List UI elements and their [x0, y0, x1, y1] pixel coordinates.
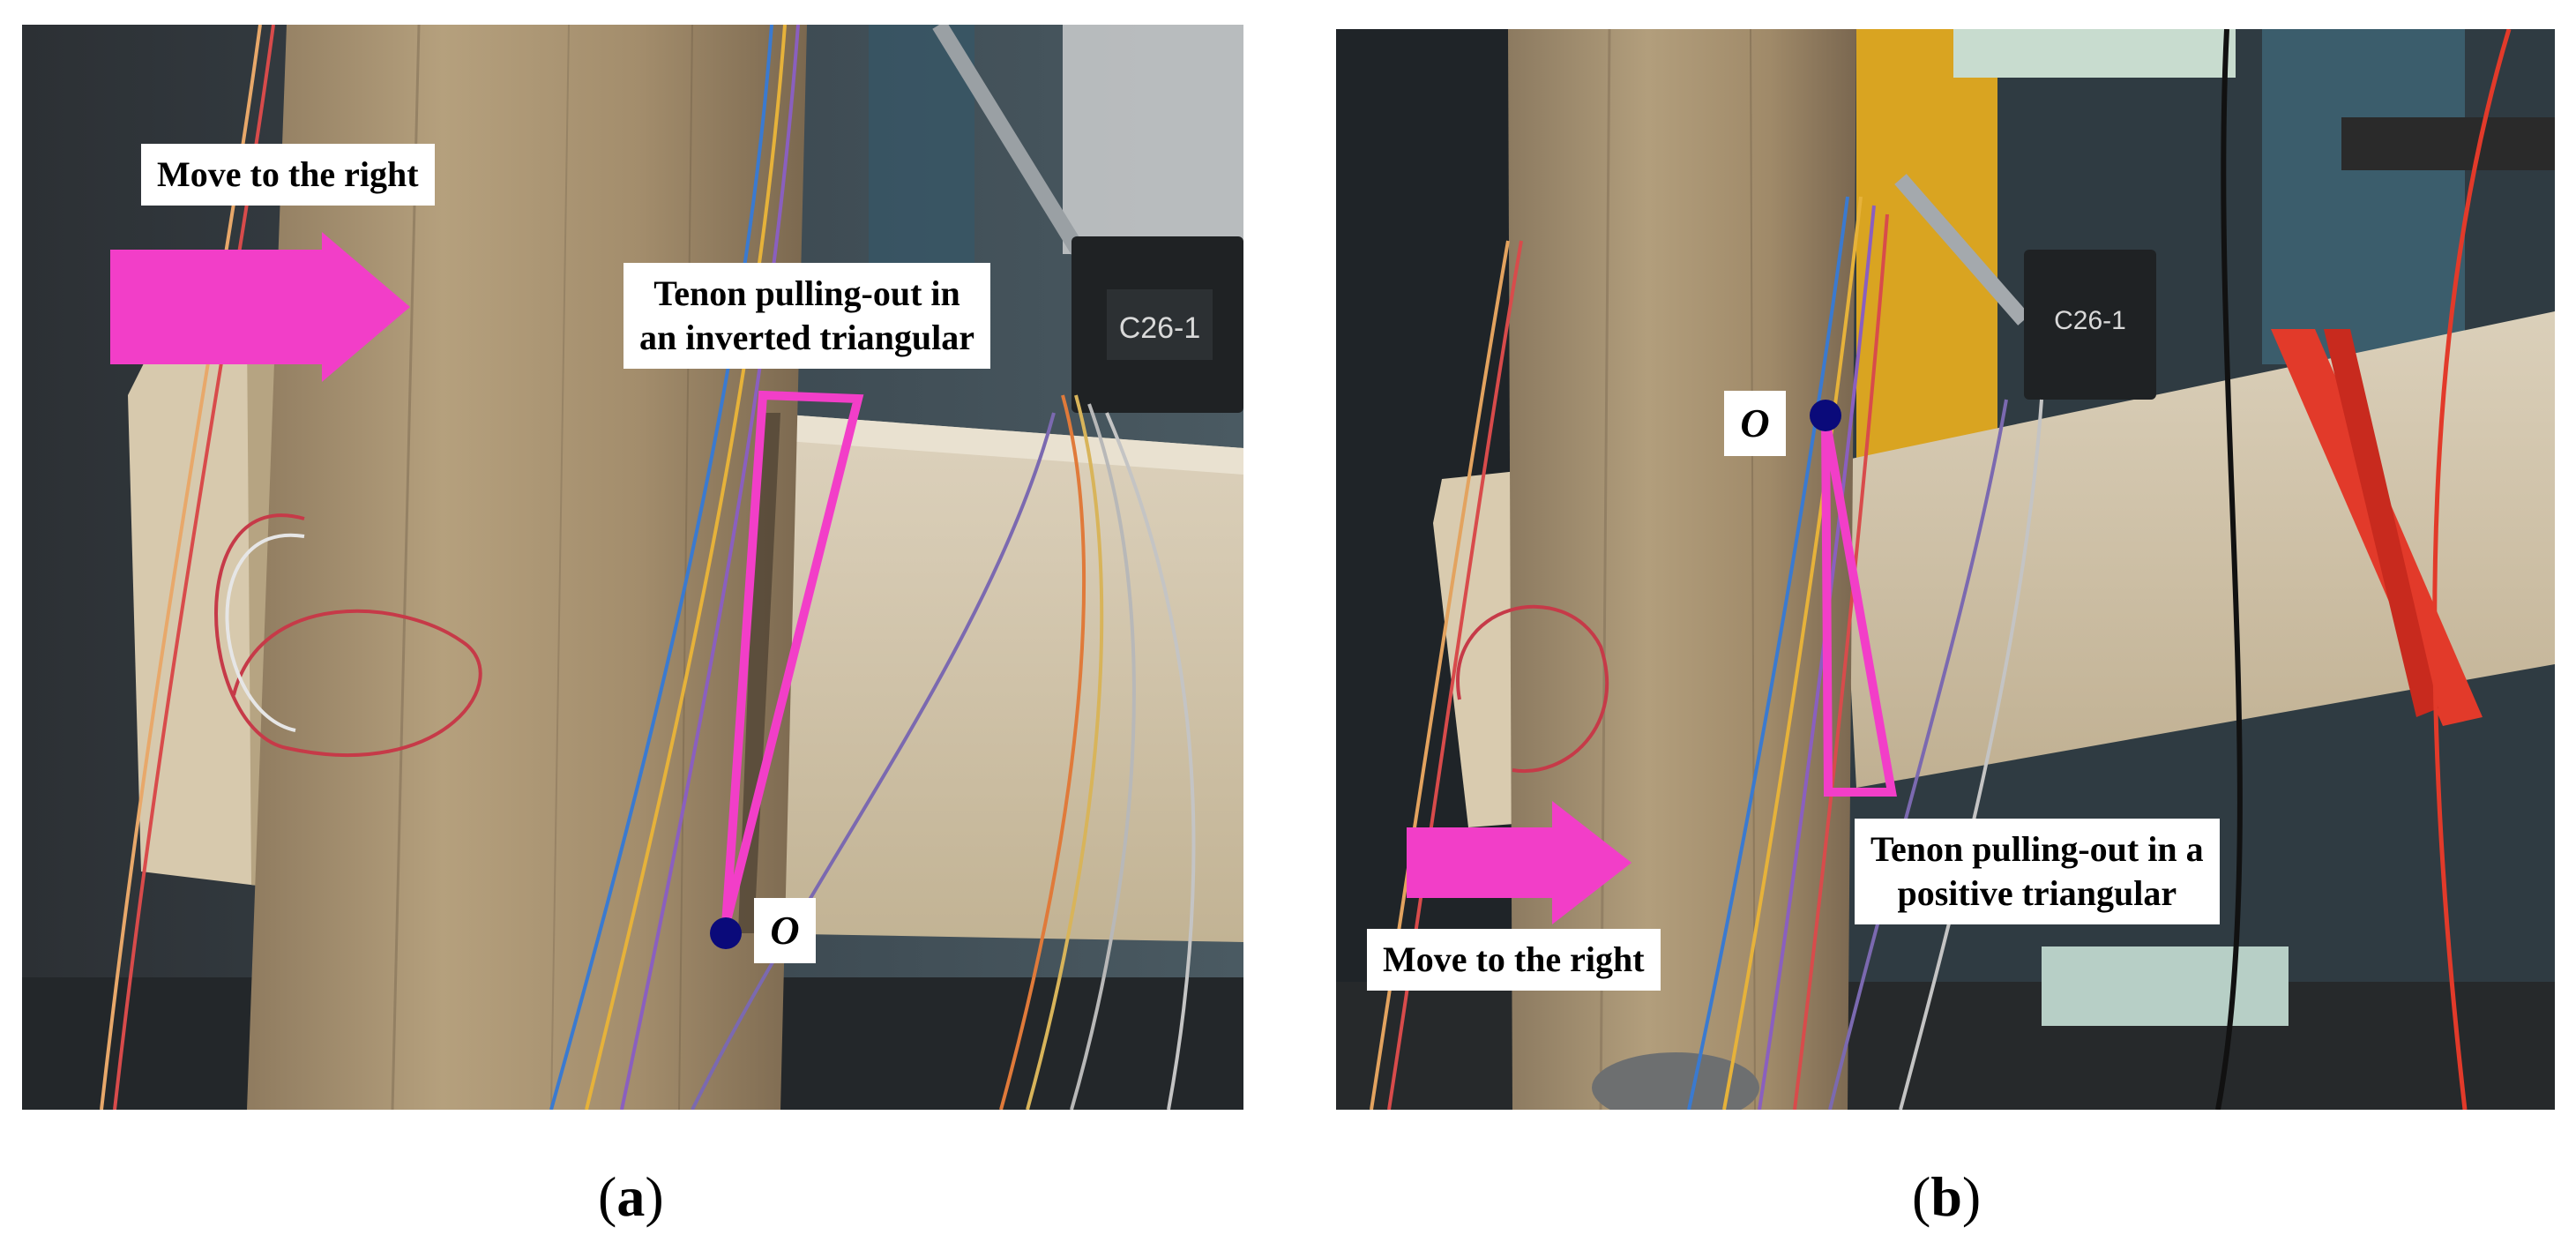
meter-label: C26-1 — [1119, 311, 1201, 345]
top-sensor — [1953, 29, 2236, 78]
origin-label: O — [1724, 391, 1786, 456]
scene-a: C26-1 — [22, 25, 1243, 1110]
beam — [1839, 311, 2555, 788]
caption-b: (b) — [1912, 1165, 1982, 1228]
sensor-wires — [1370, 29, 2512, 1110]
steel-rod — [932, 25, 1087, 258]
caption-a: (a) — [598, 1165, 664, 1228]
origin-dot — [710, 917, 742, 949]
caption-b-letter: b — [1930, 1165, 1962, 1228]
tenon-triangle-inverted — [721, 390, 864, 926]
steel-rod — [1894, 174, 2030, 325]
tenon-label-a-line1: Tenon pulling-out in — [653, 273, 960, 313]
tenon-label-a-line2: an inverted triangular — [639, 318, 974, 357]
photo-panel-a: C26-1 Move to the right Tenon pulling-ou… — [22, 25, 1243, 1110]
origin-dot — [1810, 400, 1841, 431]
tenon-triangle-positive — [1821, 417, 1897, 797]
floor-sensor — [2042, 946, 2289, 1026]
caption-a-letter: a — [616, 1165, 646, 1228]
move-right-arrow — [110, 232, 410, 382]
floor-cylinder — [1592, 1052, 1759, 1110]
origin-label: O — [754, 898, 816, 963]
tenon-label-a: Tenon pulling-out in an inverted triangu… — [623, 263, 990, 369]
tenon-label-b-line1: Tenon pulling-out in a — [1870, 829, 2204, 869]
beam — [754, 413, 1243, 942]
left-block — [128, 333, 287, 889]
move-right-arrow — [1407, 801, 1631, 924]
meter-label: C26-1 — [2054, 306, 2126, 335]
displacement-meter — [2024, 250, 2156, 400]
move-right-label: Move to the right — [1367, 929, 1661, 991]
photo-panel-b: C26-1 Move to the right Tenon pulling-ou — [1336, 29, 2555, 1110]
tenon-label-b: Tenon pulling-out in a positive triangul… — [1855, 819, 2220, 924]
move-right-label: Move to the right — [141, 144, 435, 206]
tenon-label-b-line2: positive triangular — [1897, 873, 2177, 913]
white-cloth — [1063, 25, 1243, 254]
